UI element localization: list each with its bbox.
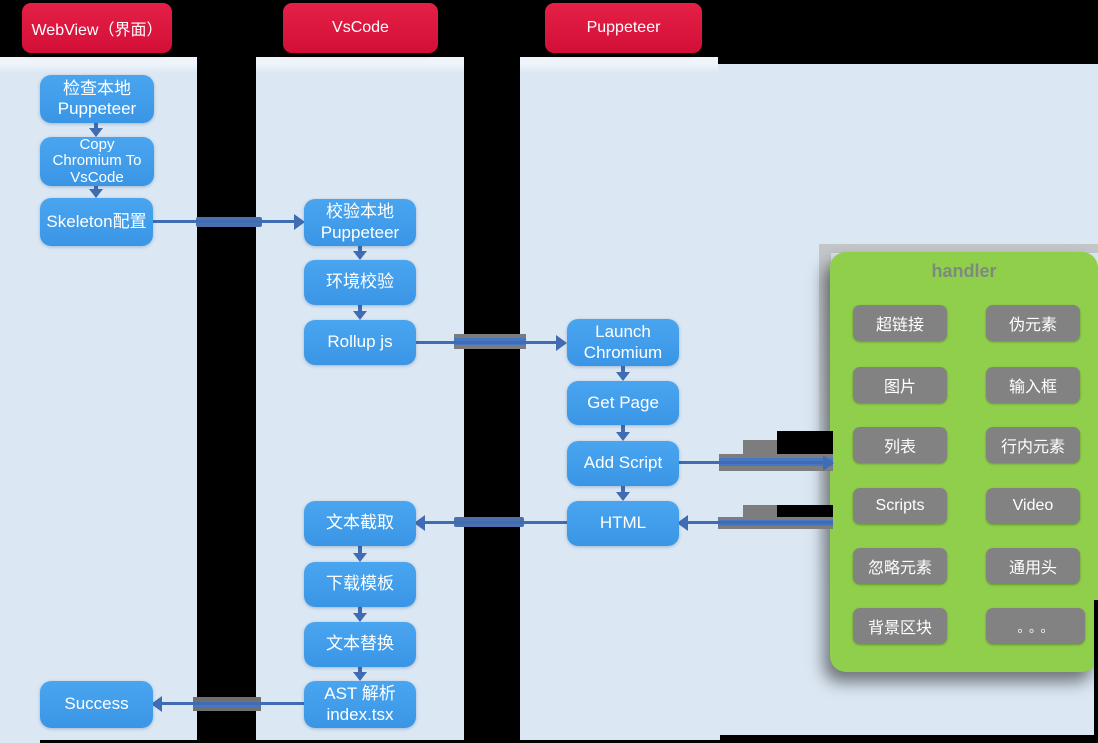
node-text-extract: 文本截取 xyxy=(304,501,416,546)
arrow-rollup-to-launch xyxy=(416,341,556,344)
arrow-skeleton-to-verifylocal xyxy=(153,220,294,223)
handler-panel: handler 超链接 伪元素 图片 输入框 列表 行内元素 Scripts V… xyxy=(830,252,1098,672)
handler-item-ignored-element: 忽略元素 xyxy=(853,548,947,584)
arrow-getpage-to-addscript xyxy=(621,425,625,432)
artifact-black-sliver-right xyxy=(1094,600,1098,743)
header-vscode: VsCode xyxy=(283,3,438,53)
node-rollup-js: Rollup js xyxy=(304,320,416,365)
arrow-html-to-textextract xyxy=(425,521,567,524)
handler-panel-shadow-left xyxy=(819,249,831,579)
handler-item-more: 。。。 xyxy=(986,608,1085,644)
handler-item-input-box: 输入框 xyxy=(986,367,1080,403)
arrow-handler-to-html xyxy=(688,521,833,524)
arrow-ast-to-success xyxy=(162,702,304,705)
header-puppeteer: Puppeteer xyxy=(545,3,702,53)
arrow-checklocal-to-copychromium xyxy=(94,123,98,128)
node-success: Success xyxy=(40,681,153,728)
artifact-black-band-bottom-right xyxy=(720,735,1098,743)
arrow-launch-to-getpage xyxy=(621,366,625,372)
node-get-page: Get Page xyxy=(567,381,679,425)
arrow-envcheck-to-rollup xyxy=(358,305,362,311)
node-add-script: Add Script xyxy=(567,441,679,486)
handler-item-background-block: 背景区块 xyxy=(853,608,947,644)
arrow-copychromium-to-skeleton xyxy=(94,186,98,189)
node-ast-parse: AST 解析 index.tsx xyxy=(304,681,416,728)
handler-item-video: Video xyxy=(986,488,1080,524)
handler-item-common-header: 通用头 xyxy=(986,548,1080,584)
artifact-black-block-html xyxy=(777,505,833,518)
handler-item-image: 图片 xyxy=(853,367,947,403)
handler-item-inline-element: 行内元素 xyxy=(986,427,1080,463)
node-text-replace: 文本替换 xyxy=(304,622,416,667)
artifact-black-strip-bottom xyxy=(40,740,1098,743)
handler-item-pseudo-element: 伪元素 xyxy=(986,305,1080,341)
handler-item-list: 列表 xyxy=(853,427,947,463)
node-copy-chromium: Copy Chromium To VsCode xyxy=(40,137,154,186)
node-html: HTML xyxy=(567,501,679,546)
arrow-textreplace-to-ast xyxy=(358,666,362,672)
handler-title: handler xyxy=(931,261,997,281)
node-download-template: 下载模板 xyxy=(304,562,416,607)
artifact-gray-block-html xyxy=(743,505,777,518)
node-verify-local-puppeteer: 校验本地 Puppeteer xyxy=(304,199,416,246)
arrow-download-to-textreplace xyxy=(358,607,362,613)
node-env-check: 环境校验 xyxy=(304,260,416,305)
node-skeleton-config: Skeleton配置 xyxy=(40,198,153,246)
node-launch-chromium: Launch Chromium xyxy=(567,319,679,366)
header-webview: WebView（界面） xyxy=(22,3,172,53)
arrow-verifylocal-to-envcheck xyxy=(358,246,362,251)
handler-item-scripts: Scripts xyxy=(853,488,947,524)
artifact-gray-block-addscript xyxy=(743,440,777,455)
artifact-black-block-addscript xyxy=(777,431,833,455)
handler-item-hyperlink: 超链接 xyxy=(853,305,947,341)
arrow-addscript-to-handler xyxy=(679,461,823,464)
node-check-local-puppeteer: 检查本地 Puppeteer xyxy=(40,75,154,123)
handler-panel-shadow-top xyxy=(819,244,1098,253)
arrow-addscript-to-html xyxy=(621,486,625,492)
arrow-textextract-to-download xyxy=(358,546,362,553)
